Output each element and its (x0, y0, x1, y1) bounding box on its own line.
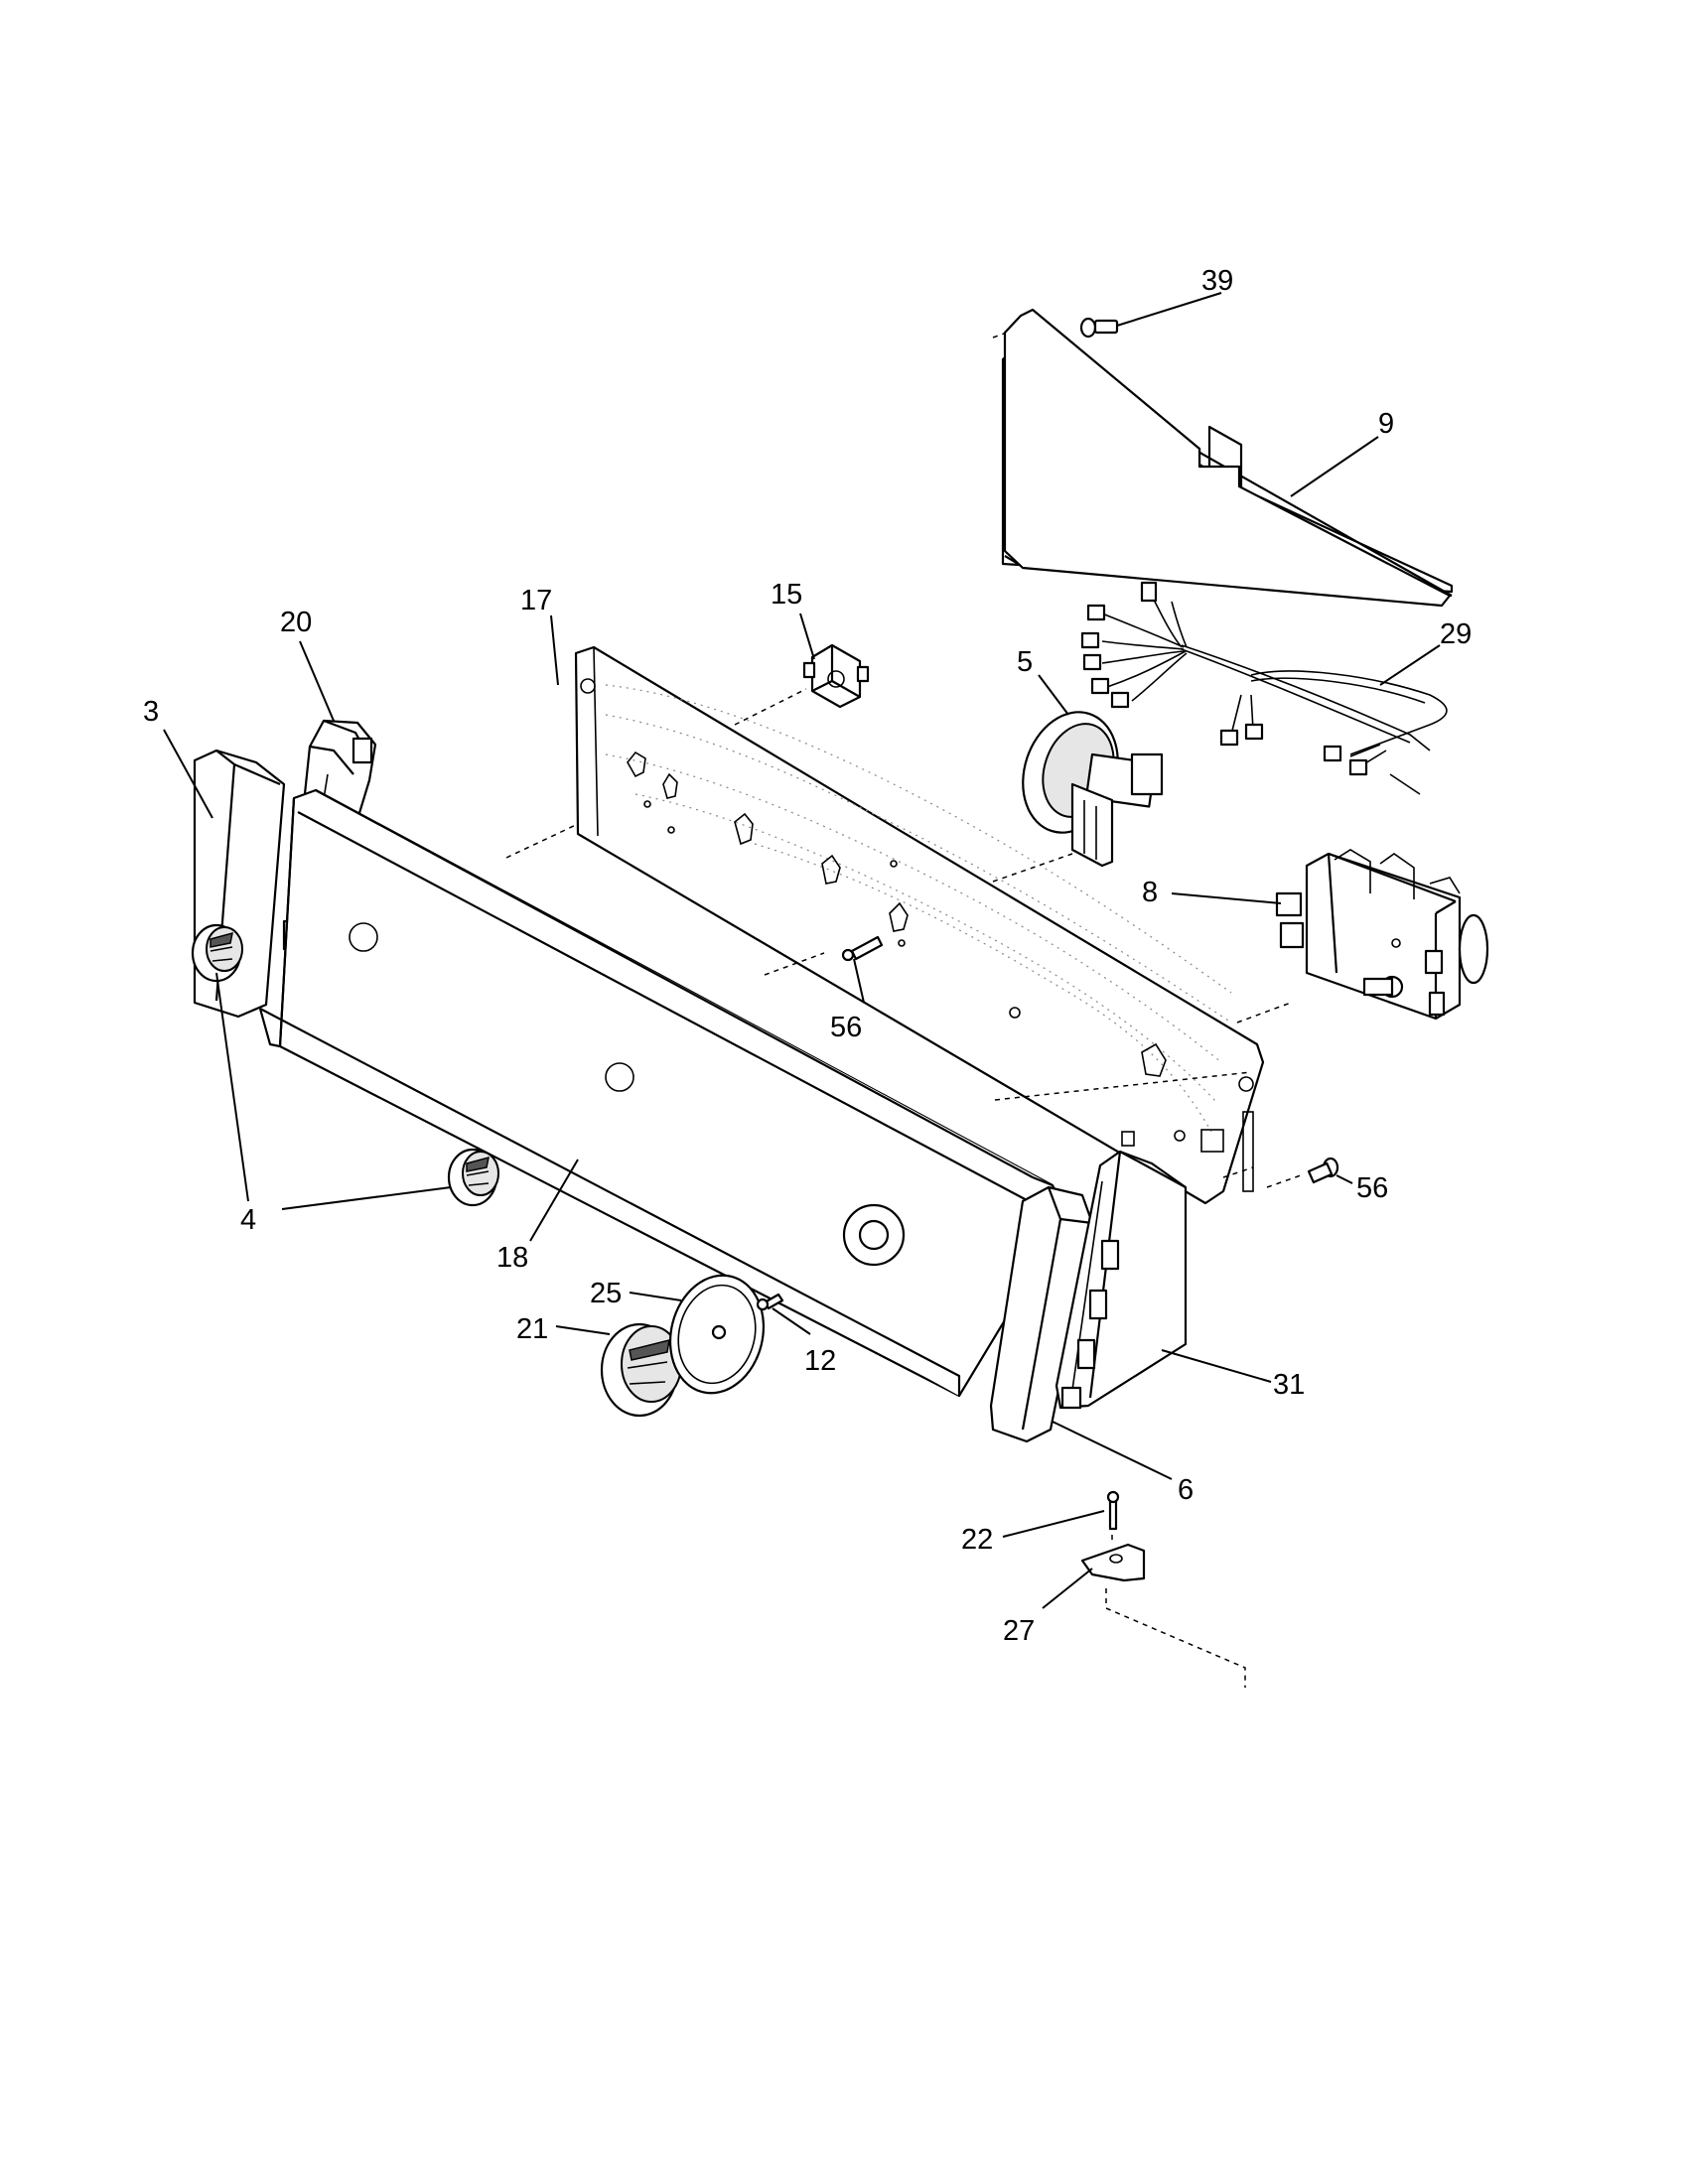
callout-17: 17 (520, 585, 552, 616)
callout-4-left: 4 (240, 1204, 256, 1236)
part-21-large-knob (600, 1322, 682, 1418)
part-8-timer (1275, 849, 1489, 1021)
part-9-panel-body (1003, 308, 1452, 608)
callout-3: 3 (143, 696, 159, 728)
callout-22: 22 (961, 1524, 993, 1556)
part-5-motor (1022, 711, 1164, 868)
callout-56-center: 56 (830, 1012, 862, 1043)
callout-21: 21 (516, 1313, 548, 1345)
part-6-right-end-cap (989, 1185, 1094, 1443)
part-56-screw-right (1307, 1157, 1339, 1184)
part-56-screw-center (841, 935, 884, 962)
callout-39: 39 (1201, 265, 1233, 297)
part-25-dial-ring (668, 1274, 766, 1395)
part-4-knob-lower (447, 1148, 499, 1207)
callout-12: 12 (804, 1345, 836, 1377)
part-27-foot-bracket (1080, 1543, 1146, 1582)
callout-56-right: 56 (1356, 1172, 1388, 1204)
part-31-right-end-bracket (1055, 1150, 1188, 1410)
callout-6: 6 (1178, 1474, 1194, 1506)
callout-25: 25 (590, 1278, 622, 1309)
callout-27: 27 (1003, 1615, 1035, 1647)
part-4-knob-upper (191, 923, 243, 983)
callout-29: 29 (1440, 618, 1472, 650)
callout-31: 31 (1273, 1369, 1305, 1401)
part-15-switch (802, 643, 870, 709)
callout-8: 8 (1142, 877, 1158, 908)
part-18-console-front-panel (258, 788, 1068, 1398)
callout-20: 20 (280, 607, 312, 638)
callout-9: 9 (1378, 408, 1394, 440)
part-17-control-panel-plate (574, 645, 1265, 1205)
assembly-lines (505, 688, 1302, 1688)
part-39-screw (1079, 317, 1119, 339)
callout-15: 15 (771, 579, 802, 611)
part-29-wiring-harness (1080, 581, 1448, 795)
callout-5: 5 (1017, 646, 1033, 678)
part-22-screw (1106, 1490, 1120, 1531)
part-12-screw (756, 1293, 784, 1311)
callout-18: 18 (496, 1242, 528, 1274)
leader-lines (163, 292, 1441, 1609)
callout-labels: 39 9 29 5 8 17 15 20 3 56 56 4 18 25 12 … (143, 265, 1472, 1647)
